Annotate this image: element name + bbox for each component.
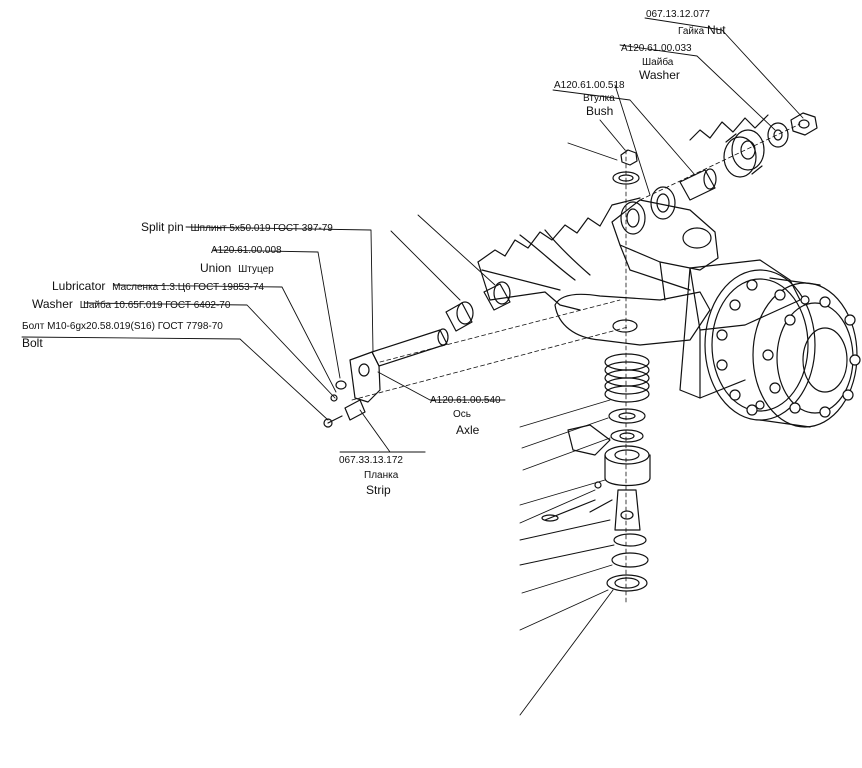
hub-bolt-heads <box>716 279 861 418</box>
axle-code: А120.61.00.540 <box>430 395 501 406</box>
strip-ru: Планка <box>364 470 399 481</box>
bush-en: Bush <box>586 104 614 118</box>
lubricator-ru: Масленка 1.3.Ц6 ГОСТ 19853-74 <box>112 282 265 293</box>
washer-top-en: Washer <box>639 68 680 82</box>
strip-en: Strip <box>366 483 391 497</box>
washer-top-code: А120.61.00.033 <box>621 43 692 54</box>
washer-left-caption: Washer Шайба 10.65Г.019 ГОСТ 6402-70 <box>32 298 230 311</box>
leader-lines <box>21 17 804 716</box>
left-parts-column <box>323 281 511 428</box>
washer-left-ru: Шайба 10.65Г.019 ГОСТ 6402-70 <box>79 300 231 311</box>
strip-code: 067.33.13.172 <box>339 455 403 466</box>
split-pin-caption: Split pin Шплинт 5x50.019 ГОСТ 397-79 <box>141 221 333 234</box>
nut-code: 067.13.12.077 <box>646 9 710 20</box>
bush-ru: Втулка <box>583 93 615 104</box>
nut-en: Nut <box>706 23 726 37</box>
top-parts-column <box>612 112 818 220</box>
bottom-parts-column <box>541 353 651 592</box>
knuckle-arms <box>554 199 719 346</box>
union-code: А120.61.00.008 <box>211 245 282 256</box>
washer-left-en: Washer <box>32 297 73 311</box>
bolt-ru: Болт М10-6gx20.58.019(S16) ГОСТ 7798-70 <box>22 321 223 332</box>
union-ru: Штуцер <box>238 264 274 275</box>
assembly-centerlines <box>351 123 801 606</box>
split-pin-ru: Шплинт 5x50.019 ГОСТ 397-79 <box>190 223 333 234</box>
split-pin-en: Split pin <box>141 220 184 234</box>
axle-ru: Ось <box>453 409 471 420</box>
union-en: Union <box>200 261 232 275</box>
axle-en: Axle <box>456 423 480 437</box>
bolt-en: Bolt <box>22 336 43 350</box>
beam-housing <box>477 114 769 311</box>
nut-ru: Гайка <box>678 26 705 37</box>
union-caption: Union Штуцер <box>200 262 274 275</box>
nut-caption: Гайка Nut <box>678 24 730 37</box>
washer-top-ru: Шайба <box>642 57 674 68</box>
hub-housing <box>679 259 858 428</box>
lubricator-caption: Lubricator Масленка 1.3.Ц6 ГОСТ 19853-74 <box>52 280 264 293</box>
lubricator-en: Lubricator <box>52 279 106 293</box>
bush-code: А120.61.00.518 <box>554 80 625 91</box>
